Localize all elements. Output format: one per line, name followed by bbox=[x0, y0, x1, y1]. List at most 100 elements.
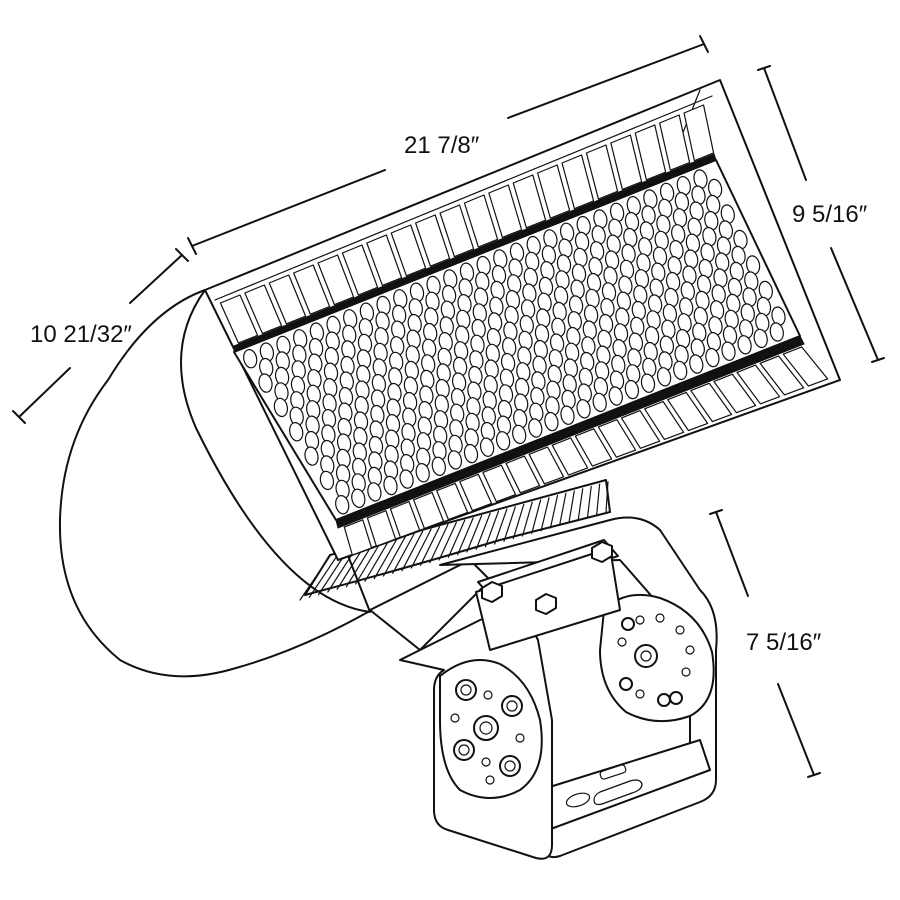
heat-sink-fin bbox=[494, 508, 508, 545]
reflector-channel bbox=[268, 274, 307, 325]
reflector-channel bbox=[759, 355, 805, 396]
dimension-mount-height-label: 7 5/16″ bbox=[746, 629, 822, 656]
led-lens bbox=[592, 392, 607, 413]
reflector-channel bbox=[436, 482, 469, 521]
heat-sink-fin bbox=[447, 519, 466, 558]
reflector-channel bbox=[574, 428, 613, 467]
dimension-height: 9 5/16″ bbox=[757, 65, 885, 363]
heat-sink-fin bbox=[484, 510, 500, 548]
reflector-channel bbox=[667, 391, 709, 432]
led-lens bbox=[495, 431, 511, 451]
heat-sink-fin bbox=[345, 544, 373, 588]
reflector-channel bbox=[683, 104, 715, 162]
reflector-channel bbox=[389, 501, 421, 538]
led-lens bbox=[273, 397, 289, 418]
led-lens bbox=[431, 456, 446, 476]
strap-nuts bbox=[481, 541, 613, 615]
led-lens bbox=[258, 373, 273, 393]
reflector-channel bbox=[597, 419, 637, 458]
reflector-channel bbox=[713, 373, 757, 414]
reflector-channel bbox=[439, 204, 475, 258]
heat-sink-fin bbox=[419, 526, 441, 566]
reflector-channel bbox=[782, 346, 829, 387]
led-lens bbox=[753, 328, 768, 349]
heat-sink-fin bbox=[512, 503, 525, 540]
led-lens bbox=[447, 450, 463, 470]
led-lens bbox=[656, 367, 672, 387]
led-lens bbox=[319, 470, 335, 491]
heat-sink-fin bbox=[586, 485, 592, 518]
reflector-channel bbox=[634, 124, 667, 181]
led-lens bbox=[463, 443, 479, 464]
led-lens bbox=[479, 437, 495, 457]
heat-sink-fin bbox=[540, 497, 550, 532]
dimension-depth-label: 10 21/32″ bbox=[30, 321, 132, 348]
heat-sink-fin bbox=[373, 537, 398, 580]
reflector-channel bbox=[459, 473, 493, 512]
led-lens bbox=[560, 405, 575, 425]
led-lens bbox=[289, 422, 304, 442]
led-lens bbox=[640, 373, 656, 393]
light-head bbox=[58, 79, 841, 678]
heat-sink-fin bbox=[382, 535, 407, 577]
led-lens bbox=[705, 347, 720, 368]
reflector-channel bbox=[482, 464, 517, 503]
led-lens bbox=[335, 495, 350, 515]
reflector-channel bbox=[366, 234, 403, 287]
heat-sink-fin bbox=[466, 514, 483, 553]
led-lens bbox=[399, 469, 414, 489]
rear-disc-bolts bbox=[617, 613, 695, 707]
top-reflector-row bbox=[219, 104, 715, 344]
reflector-channel bbox=[505, 455, 541, 494]
heat-sink-fin bbox=[336, 546, 365, 590]
dimension-depth: 10 21/32″ bbox=[12, 248, 189, 424]
led-lens bbox=[576, 399, 591, 419]
heat-sink-fin bbox=[503, 506, 516, 542]
reflector-channel bbox=[644, 400, 685, 441]
reflector-channel bbox=[463, 194, 499, 248]
reflector-channel bbox=[659, 114, 691, 171]
heat-sink-fin bbox=[549, 494, 559, 529]
front-disc-bolts bbox=[450, 679, 525, 785]
reflector-channel bbox=[341, 244, 379, 296]
led-lens bbox=[689, 354, 704, 374]
heat-sink-fin bbox=[521, 501, 533, 537]
reflector-channel bbox=[528, 446, 565, 485]
reflector-channel bbox=[488, 184, 523, 239]
heat-sink-fin bbox=[364, 539, 390, 582]
led-lens bbox=[608, 386, 623, 406]
heat-sink-fin bbox=[355, 541, 382, 585]
led-lens bbox=[367, 482, 382, 502]
heat-sink-fin bbox=[401, 530, 424, 572]
led-lens bbox=[737, 335, 752, 355]
heat-sink-fin bbox=[457, 517, 474, 556]
led-lens bbox=[304, 446, 319, 466]
reflector-channel bbox=[317, 254, 355, 306]
reflector-channel bbox=[537, 164, 571, 219]
dimension-mount-height: 7 5/16″ bbox=[709, 509, 822, 778]
led-lens bbox=[769, 322, 784, 342]
reflector-channel bbox=[736, 364, 781, 405]
heat-sink-fin bbox=[429, 523, 449, 564]
led-lens bbox=[528, 418, 543, 438]
reflector-channel bbox=[219, 294, 259, 344]
heat-sink-fin bbox=[438, 521, 457, 561]
heat-sink-fins bbox=[299, 481, 609, 601]
led-lens bbox=[415, 463, 430, 483]
dimension-width-label: 21 7/8″ bbox=[404, 132, 480, 159]
reflector-channel bbox=[620, 410, 661, 449]
reflector-channel bbox=[413, 491, 445, 530]
led-lens bbox=[673, 360, 688, 381]
reflector-channel bbox=[293, 264, 331, 315]
led-lens bbox=[383, 475, 398, 496]
reflector-channel bbox=[244, 284, 283, 335]
mounting-bracket bbox=[369, 516, 718, 860]
reflector-channel bbox=[366, 510, 397, 547]
led-lens bbox=[243, 349, 258, 369]
reflector-channel bbox=[512, 174, 547, 229]
heat-sink-fin bbox=[392, 532, 415, 574]
led-lens bbox=[721, 341, 736, 361]
reflector-channel bbox=[690, 382, 733, 423]
reflector-channel bbox=[610, 134, 643, 191]
